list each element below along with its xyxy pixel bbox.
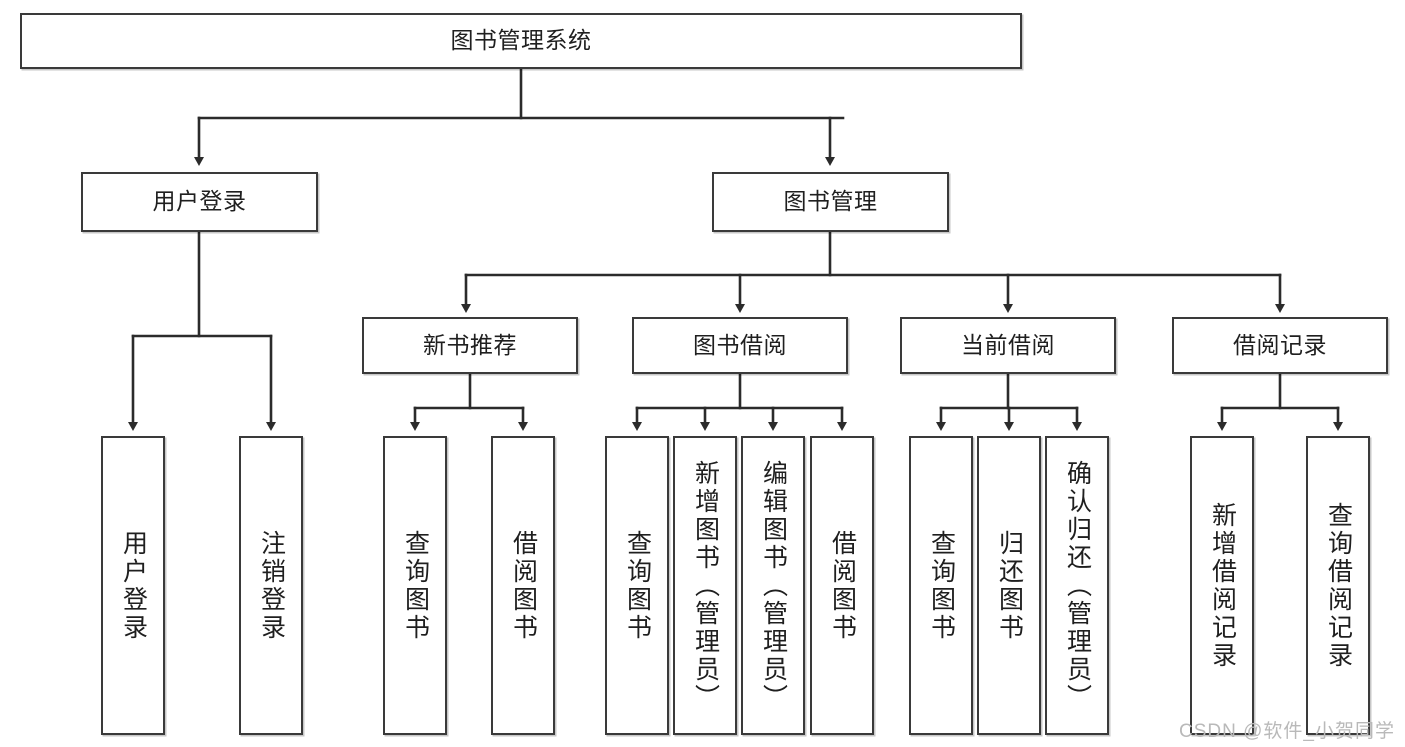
node-borrow-record-label: 借阅记录: [1233, 331, 1327, 358]
node-book-borrow-label: 图书借阅: [693, 331, 787, 358]
leaf-borrow-borrow-book[interactable]: 借阅图书: [810, 436, 874, 735]
node-current-borrow[interactable]: 当前借阅: [900, 317, 1116, 374]
node-book-management[interactable]: 图书管理: [712, 172, 949, 232]
leaf-logout-label: 注销登录: [257, 529, 286, 642]
leaf-add-borrow-record[interactable]: 新增借阅记录: [1190, 436, 1254, 735]
leaf-newbook-borrow-book-label: 借阅图书: [509, 529, 538, 642]
leaf-user-login-label: 用户登录: [119, 529, 148, 642]
leaf-add-borrow-record-label: 新增借阅记录: [1208, 501, 1237, 670]
leaf-edit-book-admin[interactable]: 编辑图书（管理员）: [741, 436, 805, 735]
leaf-add-book-admin[interactable]: 新增图书（管理员）: [673, 436, 737, 735]
leaf-add-book-admin-label: 新增图书（管理员）: [691, 459, 720, 712]
leaf-borrow-query-book-label: 查询图书: [623, 529, 652, 642]
node-root[interactable]: 图书管理系统: [20, 13, 1022, 69]
node-book-management-label: 图书管理: [783, 188, 878, 215]
leaf-logout[interactable]: 注销登录: [239, 436, 303, 735]
node-current-borrow-label: 当前借阅: [961, 331, 1055, 358]
leaf-borrow-query-book[interactable]: 查询图书: [605, 436, 669, 735]
node-new-book-recommend[interactable]: 新书推荐: [362, 317, 578, 374]
node-borrow-record[interactable]: 借阅记录: [1172, 317, 1388, 374]
leaf-query-borrow-record-label: 查询借阅记录: [1324, 501, 1353, 670]
node-user-login[interactable]: 用户登录: [81, 172, 318, 232]
node-user-login-label: 用户登录: [152, 188, 247, 215]
leaf-confirm-return-admin-label: 确认归还（管理员）: [1063, 459, 1092, 712]
leaf-borrow-borrow-book-label: 借阅图书: [828, 529, 857, 642]
leaf-return-book[interactable]: 归还图书: [977, 436, 1041, 735]
leaf-confirm-return-admin[interactable]: 确认归还（管理员）: [1045, 436, 1109, 735]
node-root-label: 图书管理系统: [450, 27, 592, 54]
leaf-user-login[interactable]: 用户登录: [101, 436, 165, 735]
leaf-newbook-query-book-label: 查询图书: [401, 529, 430, 642]
node-new-book-recommend-label: 新书推荐: [423, 331, 517, 358]
leaf-newbook-borrow-book[interactable]: 借阅图书: [491, 436, 555, 735]
watermark: CSDN @软件_小贺同学: [1179, 721, 1395, 742]
leaf-edit-book-admin-label: 编辑图书（管理员）: [759, 459, 788, 712]
leaf-current-query-book-label: 查询图书: [927, 529, 956, 642]
leaf-query-borrow-record[interactable]: 查询借阅记录: [1306, 436, 1370, 735]
node-book-borrow[interactable]: 图书借阅: [632, 317, 848, 374]
leaf-newbook-query-book[interactable]: 查询图书: [383, 436, 447, 735]
leaf-return-book-label: 归还图书: [995, 529, 1024, 642]
leaf-current-query-book[interactable]: 查询图书: [909, 436, 973, 735]
